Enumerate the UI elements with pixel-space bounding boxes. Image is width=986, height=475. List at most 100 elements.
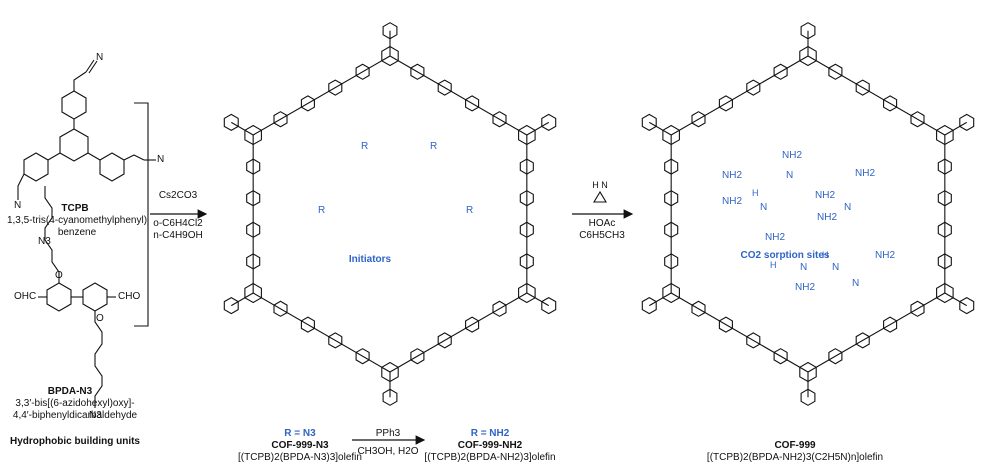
fw2-outer-ring xyxy=(641,113,657,132)
cof-n3-formula: [(TCPB)2(BPDA-N3)3]olefin xyxy=(238,452,362,463)
fw2-linker-ring xyxy=(664,253,679,270)
r-label-3: R xyxy=(318,205,326,216)
fw1-linker-ring xyxy=(355,348,370,365)
cof-999-formula: [(TCPB)2(BPDA-NH2)3(C2H5N)n]olefin xyxy=(706,452,884,463)
aziridine-nh: H N xyxy=(592,180,608,190)
fw1-linker-ring xyxy=(519,158,534,175)
fw1-linker-ring xyxy=(437,332,452,349)
r-label-1: R xyxy=(361,141,369,152)
amine-2: NH2 xyxy=(722,170,743,181)
tcpb-cn-top: N xyxy=(96,52,104,63)
amine-9: NH2 xyxy=(875,250,896,261)
fw1-linker-ring xyxy=(410,63,425,80)
fw2-outer-ring xyxy=(959,113,975,132)
fw1-outer-ring xyxy=(382,388,398,406)
tcpb-fullname: 1,3,5-tris(4-cyanomethylphenyl) benzene xyxy=(6,215,148,238)
r-label-4: R xyxy=(466,205,474,216)
fw2-node-ring xyxy=(799,361,817,383)
bpda-structure xyxy=(38,186,116,408)
amine-7: NH2 xyxy=(765,232,786,243)
fw1-linker-ring xyxy=(519,221,534,238)
step1-solvent-1: o-C6H4Cl2 xyxy=(153,218,203,229)
fw1-linker-ring xyxy=(492,300,507,317)
fw2-linker-ring xyxy=(718,316,733,333)
step1-reagent: Cs2CO3 xyxy=(158,190,198,201)
fw2-linker-ring xyxy=(828,348,843,365)
bpda-n3-bottom: N3 xyxy=(89,410,102,421)
fw2-linker-ring xyxy=(691,111,706,128)
fw2-outer-ring xyxy=(800,22,816,40)
fw2-linker-ring xyxy=(883,95,898,112)
cof-999-framework xyxy=(641,22,975,406)
fw1-linker-ring xyxy=(300,95,315,112)
cof-999-name: COF-999 xyxy=(774,440,816,451)
fw2-linker-ring xyxy=(828,63,843,80)
fw1-node-ring xyxy=(381,45,399,67)
bpda-fullname-1: 3,3′-bis[(6-azidohexyl)oxy]- xyxy=(15,398,135,409)
fw1-linker-ring xyxy=(246,253,261,270)
fw1-outer-ring xyxy=(541,113,557,132)
fw1-node-ring xyxy=(244,124,262,146)
r-equals-nh2: R = NH2 xyxy=(470,428,510,439)
nh-1: H xyxy=(752,188,759,198)
n-5: N xyxy=(800,262,808,273)
fw1-outer-ring xyxy=(382,22,398,40)
tcpb-right-ring xyxy=(99,152,125,182)
fw1-linker-ring xyxy=(273,300,288,317)
fw1-linker-ring xyxy=(246,190,261,207)
fw2-linker-ring xyxy=(883,316,898,333)
fw2-linker-ring xyxy=(855,79,870,96)
fw1-linker-ring xyxy=(328,79,343,96)
fw1-node-ring xyxy=(244,282,262,304)
fw2-linker-ring xyxy=(855,332,870,349)
fw1-linker-ring xyxy=(328,332,343,349)
fw1-linker-ring xyxy=(519,253,534,270)
aziridine-structure xyxy=(593,190,607,203)
fw1-linker-ring xyxy=(273,111,288,128)
bpda-fullname-2: 4,4′-biphenyldicarbaldehyde xyxy=(12,410,138,421)
n-6: N xyxy=(852,278,860,289)
n-2: N xyxy=(760,202,768,213)
fw2-linker-ring xyxy=(664,190,679,207)
fw1-outer-ring xyxy=(223,113,239,132)
fw2-linker-ring xyxy=(937,158,952,175)
nh-2: H xyxy=(822,250,829,260)
fw2-linker-ring xyxy=(718,95,733,112)
fw2-linker-ring xyxy=(937,221,952,238)
n-4: N xyxy=(832,262,840,273)
n-3: N xyxy=(844,202,852,213)
tcpb-name: TCPB xyxy=(61,203,89,214)
fw1-linker-ring xyxy=(355,63,370,80)
bpda-cho-left: OHC xyxy=(14,291,37,302)
fw1-linker-ring xyxy=(410,348,425,365)
fw2-linker-ring xyxy=(746,79,761,96)
fw1-linker-ring xyxy=(246,158,261,175)
fw2-outer-ring xyxy=(959,296,975,315)
bpda-n3-top: N3 xyxy=(38,236,51,247)
fw2-linker-ring xyxy=(746,332,761,349)
fw2-node-ring xyxy=(936,282,954,304)
fw1-linker-ring xyxy=(492,111,507,128)
fw1-linker-ring xyxy=(437,79,452,96)
monomers-caption: Hydrophobic building units xyxy=(10,436,140,447)
fw1-linker-ring xyxy=(300,316,315,333)
nh-3: H xyxy=(770,260,777,270)
fw1-linker-ring xyxy=(519,190,534,207)
fw2-node-ring xyxy=(936,124,954,146)
cof-nh2-name: COF-999-NH2 xyxy=(457,440,523,451)
tcpb-cn-left: N xyxy=(14,200,22,211)
bpda-o-top: O xyxy=(55,270,63,281)
fw1-node-ring xyxy=(381,361,399,383)
fw1-node-ring xyxy=(518,282,536,304)
fw1-linker-ring xyxy=(465,316,480,333)
fw1-linker-ring xyxy=(465,95,480,112)
amine-4: NH2 xyxy=(722,196,743,207)
fw1-node-ring xyxy=(518,124,536,146)
cof-nh2-formula: [(TCPB)2(BPDA-NH2)3]olefin xyxy=(424,452,556,463)
r-equals-n3: R = N3 xyxy=(284,428,316,439)
cof-n3-framework xyxy=(223,22,557,406)
r-label-2: R xyxy=(430,141,438,152)
fw2-linker-ring xyxy=(773,63,788,80)
fw2-linker-ring xyxy=(691,300,706,317)
fw2-linker-ring xyxy=(937,190,952,207)
